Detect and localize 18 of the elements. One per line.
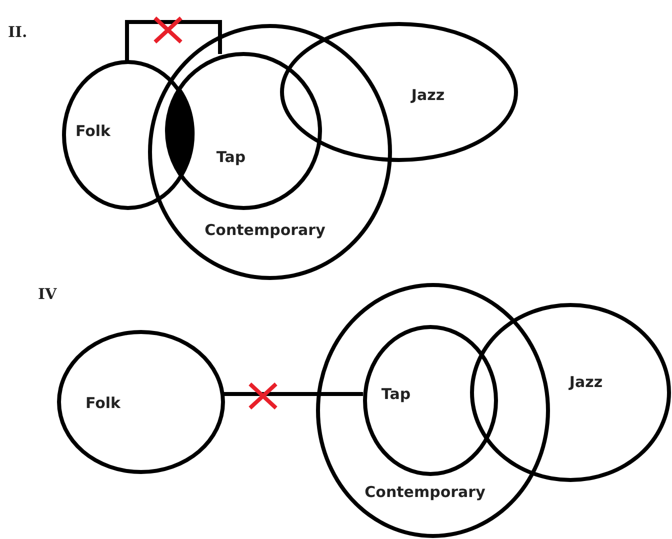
set-label: Contemporary: [204, 221, 326, 239]
set-label: Tap: [381, 385, 411, 403]
set-ellipse: [363, 325, 498, 476]
section-label: IV: [38, 285, 57, 303]
section-label: II.: [8, 23, 28, 41]
set-label: Contemporary: [364, 483, 486, 501]
set-label: Folk: [75, 122, 111, 140]
set-ellipse: [280, 22, 518, 162]
connector-line: [223, 392, 363, 396]
set-label: Jazz: [411, 86, 445, 104]
set-ellipse: [316, 283, 550, 538]
set-ellipse: [57, 330, 225, 474]
set-ellipse: [470, 303, 671, 482]
set-label: Jazz: [569, 373, 603, 391]
shaded-region: [166, 88, 195, 178]
set-label: Folk: [85, 394, 121, 412]
set-label: Tap: [216, 148, 246, 166]
connector-line: [125, 20, 222, 62]
